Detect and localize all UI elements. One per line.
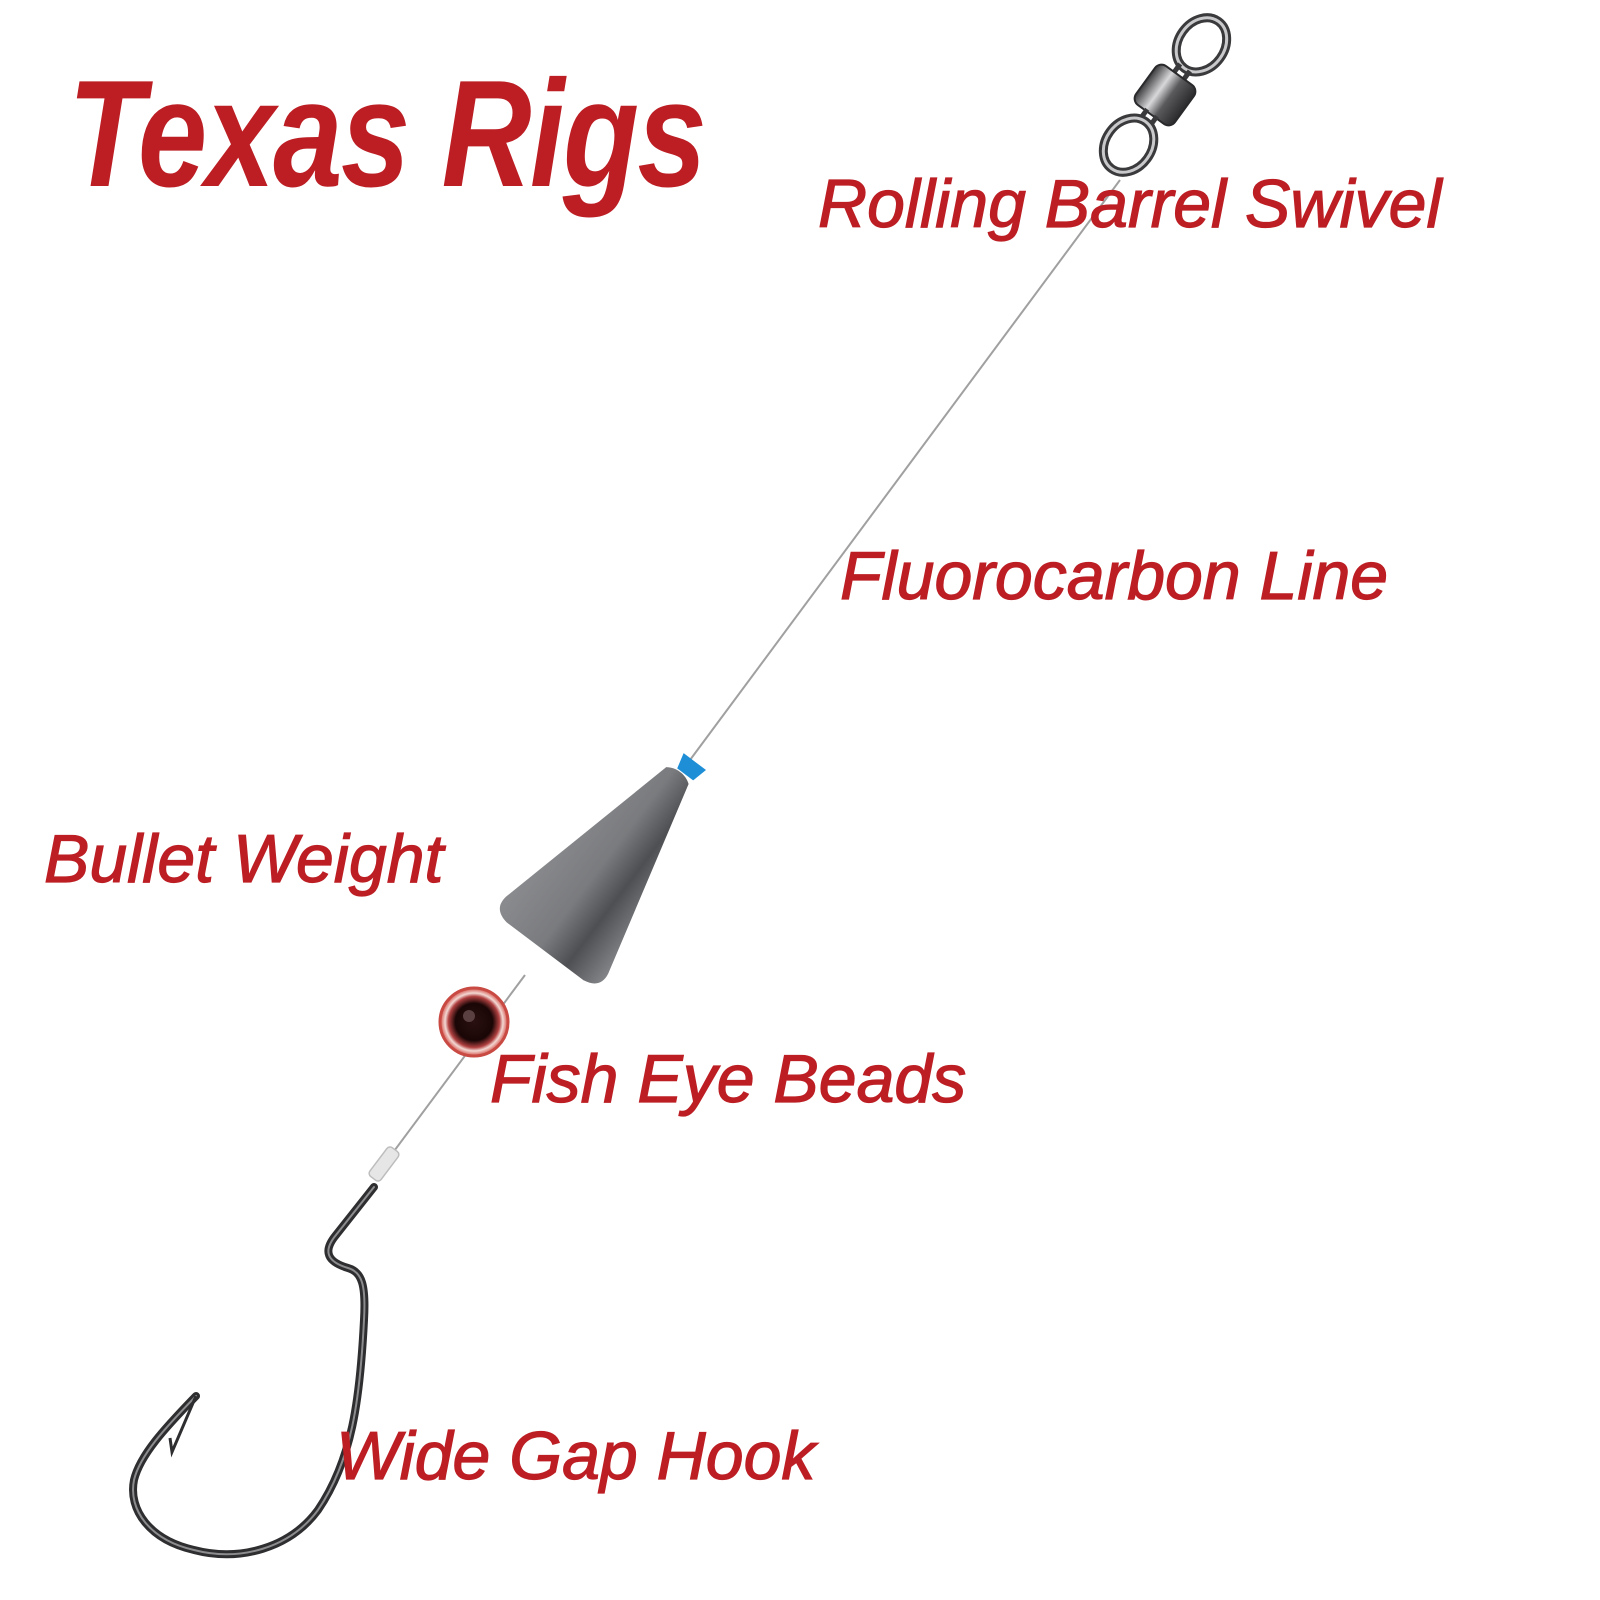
- label-weight: Bullet Weight: [43, 821, 444, 897]
- fish-eye-bead-icon: [438, 986, 510, 1058]
- bullet-weight-icon: [499, 767, 689, 984]
- hook-icon: [129, 1183, 378, 1559]
- swivel-icon: [1098, 13, 1232, 177]
- diagram-title: Texas Rigs: [68, 49, 707, 219]
- knot-icon: [368, 1146, 400, 1182]
- label-bead: Fish Eye Beads: [489, 1041, 967, 1117]
- label-line: Fluorocarbon Line: [839, 538, 1389, 614]
- stopper-icon: [677, 753, 706, 781]
- label-swivel: Rolling Barrel Swivel: [817, 166, 1442, 242]
- label-hook: Wide Gap Hook: [335, 1418, 816, 1494]
